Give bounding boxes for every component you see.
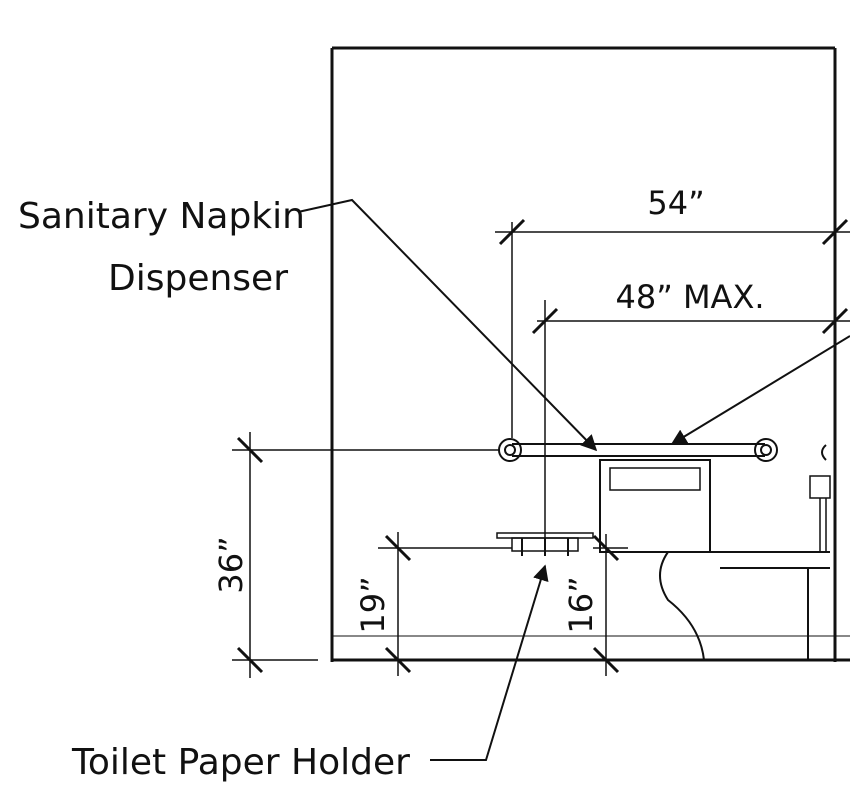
dimension-19: 19” (354, 532, 512, 676)
sanitary-napkin-callout: Sanitary Napkin Dispenser (18, 196, 598, 452)
dimension-48-label: 48” MAX. (615, 278, 764, 316)
toilet (659, 444, 831, 661)
dimension-16-label: 16” (562, 576, 600, 633)
dimension-36-label: 36” (212, 536, 250, 593)
dimension-54-label: 54” (647, 184, 704, 222)
grab-bar-leader-arrow (670, 335, 850, 445)
toilet-paper-callout: Toilet Paper Holder (71, 564, 549, 783)
dimension-16: 16” (562, 534, 628, 676)
sanitary-napkin-label-line2: Dispenser (108, 258, 288, 299)
sanitary-napkin-dispenser (599, 459, 711, 553)
dimension-54: 54” (495, 184, 850, 438)
sanitary-napkin-label-line1: Sanitary Napkin (18, 196, 305, 237)
toilet-paper-leader-arrow (430, 564, 549, 761)
dimension-19-label: 19” (354, 576, 392, 633)
dimension-36: 36” (212, 432, 500, 678)
toilet-paper-label: Toilet Paper Holder (71, 742, 410, 783)
grab-bar (498, 438, 778, 462)
sanitary-napkin-leader-arrow (297, 198, 598, 452)
dimension-48-max: 48” MAX. (531, 278, 850, 538)
stall-wall (330, 46, 850, 662)
